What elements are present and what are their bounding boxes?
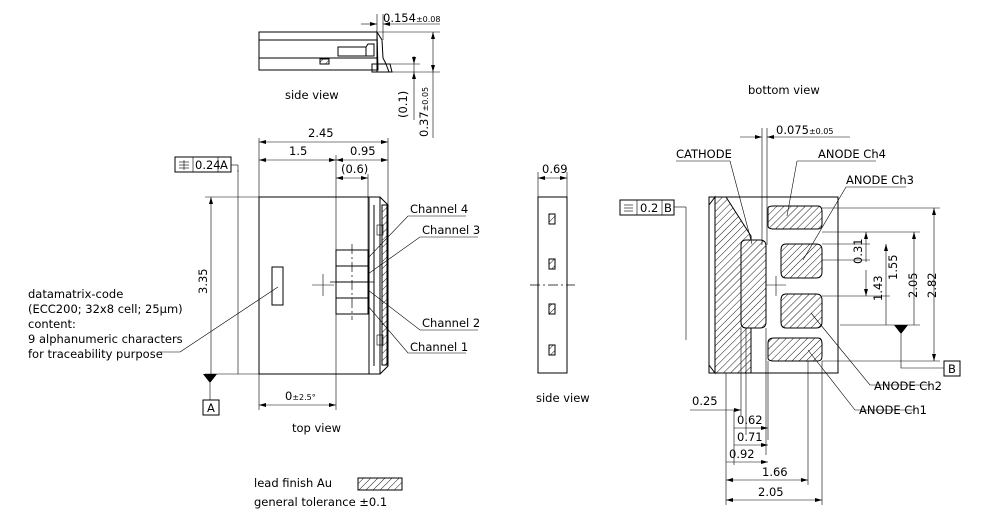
dim-side-width: 0.69 xyxy=(542,162,568,176)
datum-b-label: B xyxy=(948,362,956,376)
legend-tolerance: general tolerance ±0.1 xyxy=(254,495,387,509)
dim-bottom-205v: 2.05 xyxy=(906,272,920,298)
dim-top-06: (0.6) xyxy=(341,162,368,176)
dim-bottom-205h: 2.05 xyxy=(758,485,784,499)
tolerance-datum-a: A xyxy=(220,158,228,172)
dim-top-width: 2.45 xyxy=(308,126,334,140)
top-view-label: top view xyxy=(292,421,341,435)
channel-4-label: Channel 4 xyxy=(410,202,468,216)
channel-2-label: Channel 2 xyxy=(422,316,480,330)
dim-bottom-025: 0.25 xyxy=(692,394,718,408)
pad-ch4-label: ANODE Ch4 xyxy=(818,147,886,161)
dim-bottom-0075: 0.075±0.05 xyxy=(776,123,833,137)
dim-side-paren: (0.1) xyxy=(396,91,410,118)
dim-top-height: 3.35 xyxy=(196,268,210,294)
dim-bottom-282: 2.82 xyxy=(925,272,939,298)
legend-hatch-swatch xyxy=(357,477,403,491)
channel-1-label: Channel 1 xyxy=(410,340,468,354)
side-view-right: side view xyxy=(530,172,590,405)
pad-cathode-label: CATHODE xyxy=(676,147,732,161)
pad-ch2-label: ANODE Ch2 xyxy=(874,379,942,393)
note-line-2: (ECC200; 32x8 cell; 25μm) xyxy=(28,302,183,316)
dim-bottom-031: 0.31 xyxy=(851,238,865,264)
top-view: top view xyxy=(160,138,478,435)
dim-bottom-062: 0.62 xyxy=(737,413,763,427)
dim-top-15: 1.5 xyxy=(289,144,307,158)
dim-top-angle: 0±2.5° xyxy=(285,389,316,403)
legend: lead finish Au general tolerance ±0.1 xyxy=(254,476,403,509)
dim-bottom-092: 0.92 xyxy=(729,447,755,461)
dim-bottom-166: 1.66 xyxy=(762,465,788,479)
bottom-view-label: bottom view xyxy=(748,83,820,97)
note-line-4: 9 alphanumeric characters xyxy=(28,332,183,346)
note-line-3: content: xyxy=(28,317,76,331)
dim-top-095: 0.95 xyxy=(350,144,376,158)
dim-side-height: 0.37±0.05 xyxy=(417,87,431,137)
side-view-right-label: side view xyxy=(536,391,590,405)
dim-bottom-071: 0.71 xyxy=(737,430,763,444)
tolerance-datum-b: B xyxy=(664,201,672,215)
dim-side-thickness: 0.154±0.08 xyxy=(383,11,440,25)
legend-lead-finish: lead finish Au xyxy=(254,476,332,490)
bottom-view: bottom view xyxy=(619,83,961,505)
side-view-top: side view xyxy=(258,14,440,138)
channel-3-label: Channel 3 xyxy=(422,223,480,237)
datamatrix-note: datamatrix-code (ECC200; 32x8 cell; 25μm… xyxy=(28,287,183,361)
dim-bottom-155: 1.55 xyxy=(886,254,900,280)
datum-a-label: A xyxy=(207,401,215,415)
dim-bottom-143: 1.43 xyxy=(871,275,885,301)
side-view-top-label: side view xyxy=(285,88,339,102)
pad-ch1-label: ANODE Ch1 xyxy=(859,403,927,417)
tolerance-value-a: 0.24 xyxy=(195,158,221,172)
tolerance-value-b: 0.2 xyxy=(640,201,658,215)
note-line-1: datamatrix-code xyxy=(28,287,123,301)
pad-ch3-label: ANODE Ch3 xyxy=(846,173,914,187)
note-line-5: for traceability purpose xyxy=(28,347,163,361)
